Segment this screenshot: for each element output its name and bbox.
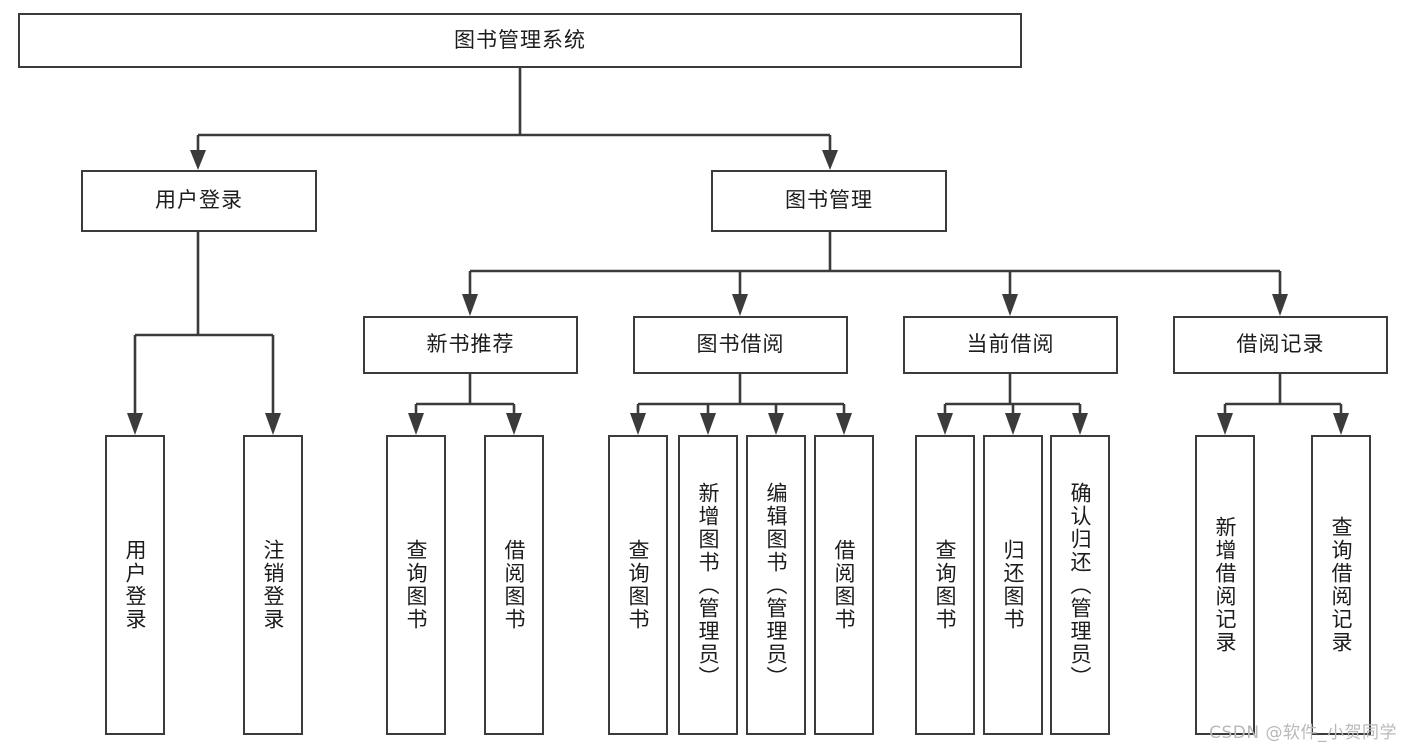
node-book-borrow[interactable]: 图书借阅 — [633, 316, 848, 374]
node-leaf-confirm-return-label: 确认归还（管理员） — [1068, 481, 1093, 689]
node-leaf-logout[interactable]: 注销登录 — [243, 435, 303, 735]
node-leaf-query-book-3[interactable]: 查询图书 — [915, 435, 975, 735]
arrowhead-new-book-rec — [462, 294, 478, 316]
node-root[interactable]: 图书管理系统 — [18, 13, 1022, 68]
node-leaf-return-book[interactable]: 归还图书 — [983, 435, 1043, 735]
node-book-manage-label: 图书管理 — [785, 188, 873, 213]
node-leaf-logout-label: 注销登录 — [261, 539, 286, 631]
node-borrow-record-label: 借阅记录 — [1236, 332, 1325, 357]
node-leaf-query-record-label: 查询借阅记录 — [1329, 516, 1354, 654]
arrowhead-edit-book — [768, 413, 784, 435]
node-leaf-edit-book-label: 编辑图书（管理员） — [764, 481, 789, 689]
node-leaf-borrow-book-2[interactable]: 借阅图书 — [814, 435, 874, 735]
arrowhead-current-borrow — [1002, 294, 1018, 316]
node-leaf-edit-book[interactable]: 编辑图书（管理员） — [746, 435, 806, 735]
node-user-login-label: 用户登录 — [155, 188, 243, 213]
node-current-borrow-label: 当前借阅 — [966, 332, 1055, 357]
node-user-login[interactable]: 用户登录 — [81, 170, 317, 232]
watermark-text: CSDN @软件_小贺同学 — [1209, 723, 1397, 743]
node-leaf-borrow-book-2-label: 借阅图书 — [832, 539, 857, 631]
node-root-label: 图书管理系统 — [454, 27, 586, 52]
arrowhead-query-book-1 — [408, 413, 424, 435]
arrowhead-query-record — [1333, 413, 1349, 435]
arrowhead-return-book — [1005, 413, 1021, 435]
node-leaf-borrow-book-1[interactable]: 借阅图书 — [484, 435, 544, 735]
node-leaf-user-login[interactable]: 用户登录 — [105, 435, 165, 735]
arrowhead-borrow-book-1 — [506, 413, 522, 435]
arrowhead-borrow-record — [1272, 294, 1288, 316]
node-leaf-add-book[interactable]: 新增图书（管理员） — [678, 435, 738, 735]
node-leaf-query-book-1[interactable]: 查询图书 — [386, 435, 446, 735]
node-leaf-add-record-label: 新增借阅记录 — [1213, 516, 1238, 654]
node-leaf-query-book-2-label: 查询图书 — [626, 539, 651, 631]
arrowhead-borrow-book-2 — [836, 413, 852, 435]
node-new-book-rec-label: 新书推荐 — [426, 332, 515, 357]
node-current-borrow[interactable]: 当前借阅 — [903, 316, 1118, 374]
node-leaf-query-book-3-label: 查询图书 — [933, 539, 958, 631]
arrowhead-leaf-user-login — [127, 413, 143, 435]
arrowhead-book-manage — [822, 150, 838, 170]
node-borrow-record[interactable]: 借阅记录 — [1173, 316, 1388, 374]
node-leaf-query-book-1-label: 查询图书 — [404, 539, 429, 631]
arrowhead-leaf-logout — [265, 413, 281, 435]
arrowhead-user-login — [190, 150, 206, 170]
arrowhead-query-book-3 — [937, 413, 953, 435]
arrowhead-add-record — [1217, 413, 1233, 435]
node-leaf-confirm-return[interactable]: 确认归还（管理员） — [1050, 435, 1110, 735]
arrowhead-confirm-return — [1072, 413, 1088, 435]
node-new-book-rec[interactable]: 新书推荐 — [363, 316, 578, 374]
node-leaf-query-record[interactable]: 查询借阅记录 — [1311, 435, 1371, 735]
arrowhead-query-book-2 — [630, 413, 646, 435]
node-leaf-query-book-2[interactable]: 查询图书 — [608, 435, 668, 735]
node-leaf-add-record[interactable]: 新增借阅记录 — [1195, 435, 1255, 735]
node-leaf-add-book-label: 新增图书（管理员） — [696, 481, 721, 689]
node-book-borrow-label: 图书借阅 — [696, 332, 785, 357]
node-book-manage[interactable]: 图书管理 — [711, 170, 947, 232]
arrowhead-book-borrow — [732, 294, 748, 316]
arrowhead-add-book — [700, 413, 716, 435]
node-leaf-return-book-label: 归还图书 — [1001, 539, 1026, 631]
node-leaf-borrow-book-1-label: 借阅图书 — [502, 539, 527, 631]
node-leaf-user-login-label: 用户登录 — [123, 539, 148, 631]
